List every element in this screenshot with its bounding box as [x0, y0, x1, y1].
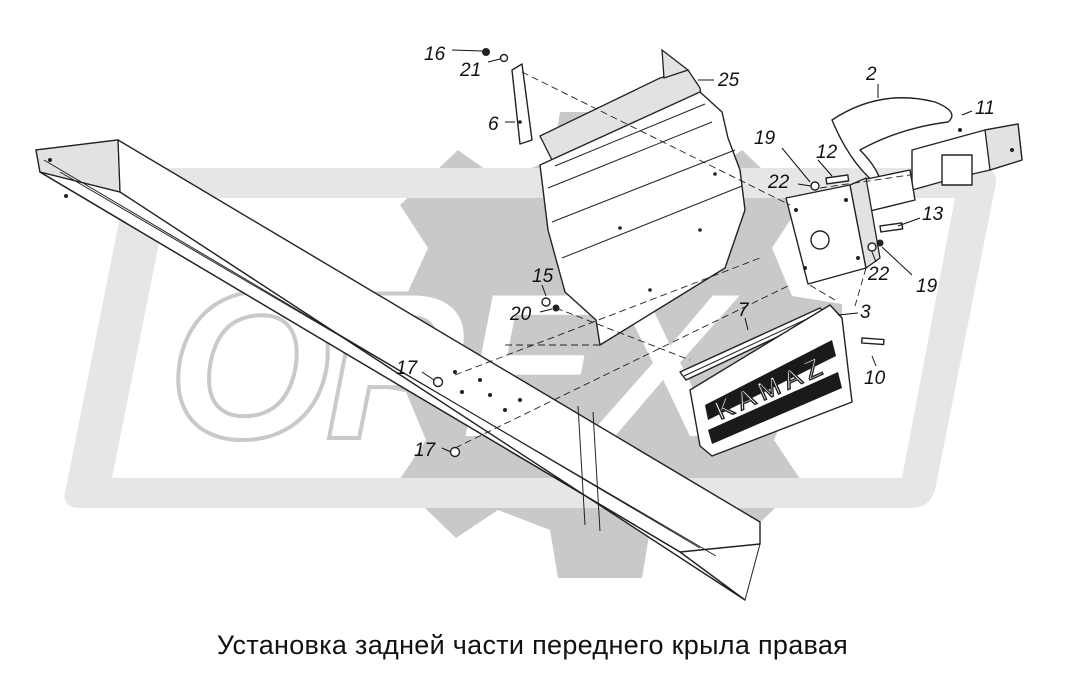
nut-15 — [541, 297, 551, 307]
callout-12: 12 — [816, 142, 838, 163]
callout-leaders — [421, 49, 973, 453]
nut-16 — [482, 48, 490, 56]
bolt-12 — [825, 174, 850, 185]
callout-3: 3 — [860, 302, 871, 323]
callout-17: 17 — [396, 358, 419, 379]
bolt-13 — [879, 222, 904, 233]
callout-16: 16 — [424, 44, 446, 65]
fasteners — [432, 48, 904, 458]
callout-labels: 16 21 6 25 2 11 19 12 22 13 22 19 15 20 … — [396, 44, 995, 461]
washer-22 — [810, 181, 820, 191]
callout-6: 6 — [488, 114, 499, 135]
callout-13: 13 — [922, 204, 944, 225]
callout-22: 22 — [767, 172, 790, 193]
strip-6 — [511, 63, 533, 145]
washer-21 — [499, 53, 509, 63]
nut-19 — [876, 239, 884, 247]
assembly-lines — [454, 71, 911, 449]
callout-19: 19 — [916, 276, 938, 297]
diagram-caption: Установка задней части переднего крыла п… — [216, 630, 849, 660]
rail-hole — [64, 194, 68, 198]
bolt-10 — [860, 337, 885, 346]
callout-10: 10 — [864, 368, 886, 389]
callout-20: 20 — [509, 304, 532, 325]
callout-7: 7 — [738, 300, 750, 321]
frame-rail — [35, 139, 761, 601]
callout-11: 11 — [975, 98, 995, 119]
mudguard-bracket — [831, 97, 1023, 213]
callout-22: 22 — [867, 264, 890, 285]
rail-hole — [48, 158, 52, 162]
callout-17: 17 — [414, 440, 437, 461]
callout-19: 19 — [754, 128, 776, 149]
nut-17 — [432, 376, 444, 388]
callout-21: 21 — [459, 60, 481, 81]
callout-2: 2 — [865, 64, 877, 85]
callout-15: 15 — [532, 266, 554, 287]
callout-25: 25 — [717, 70, 740, 91]
nut-17 — [449, 446, 461, 458]
fender-rear-part — [539, 48, 746, 346]
mudflap-3: KAMAZ — [689, 304, 853, 457]
washer-22 — [867, 242, 877, 252]
